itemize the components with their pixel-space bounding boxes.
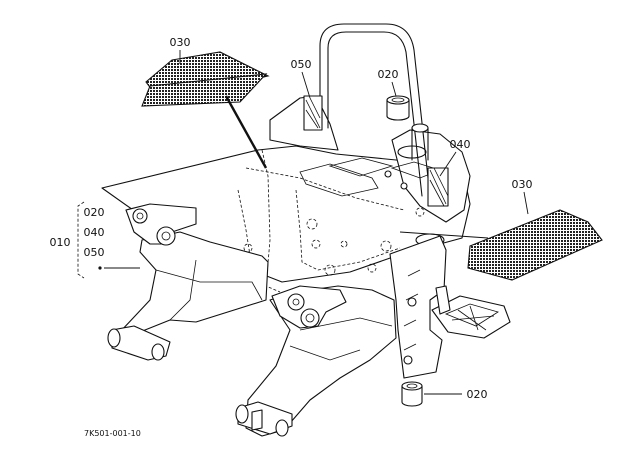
bushing-020-top — [386, 95, 410, 121]
left-side-plate — [107, 203, 269, 361]
bushing-020-bottom — [401, 381, 423, 407]
step-bracket — [431, 285, 511, 339]
drawing-code: 7K501-001-10 — [84, 429, 141, 438]
label-020-top: 020 — [378, 68, 399, 81]
floor-mat-top — [141, 51, 270, 107]
label-group-050: 050 — [84, 246, 105, 259]
label-group-010: 010 — [50, 236, 71, 249]
part-040-mount — [411, 123, 449, 207]
leader-lines — [98, 50, 529, 395]
label-020-bottom: 020 — [467, 388, 488, 401]
label-040: 040 — [450, 138, 471, 151]
floor-mat-right — [467, 209, 603, 281]
label-030-top: 030 — [170, 36, 191, 49]
label-030-right: 030 — [512, 178, 533, 191]
handrail — [303, 23, 431, 197]
right-side-plate — [235, 285, 397, 437]
label-group-020: 020 — [84, 206, 105, 219]
group-bracket — [77, 201, 85, 279]
label-group-040: 040 — [84, 226, 105, 239]
label-050: 050 — [291, 58, 312, 71]
